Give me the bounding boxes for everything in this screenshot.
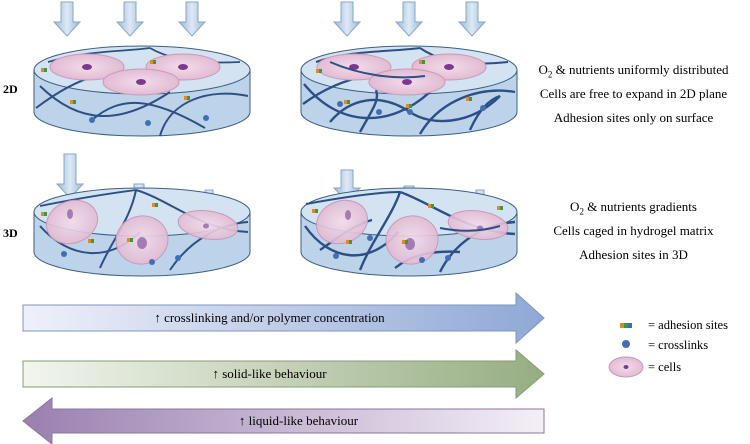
- legend-cell-icon: [608, 356, 644, 378]
- crosslinking-arrow: [22, 291, 545, 345]
- cell-nucleus: [345, 210, 351, 220]
- adhesion-site: [497, 206, 503, 210]
- hydrogel-disc-3d-sparse: [33, 187, 251, 277]
- adhesion-site: [150, 60, 156, 64]
- description-3d: O2 & nutrients gradients Cells caged in …: [516, 195, 750, 267]
- description-2d-line3: Adhesion sites only on surface: [553, 110, 714, 125]
- description-3d-line1: O2 & nutrients gradients: [570, 199, 697, 217]
- hydrogel-disc-2d-dense: [300, 45, 518, 137]
- crosslink: [145, 120, 151, 126]
- legend-crosslink-icon: [622, 340, 630, 348]
- crosslink: [367, 235, 373, 241]
- down-arrow: [52, 1, 82, 37]
- adhesion-site: [406, 104, 412, 108]
- row-label-3d: 3D: [3, 226, 18, 240]
- cell-nucleus: [349, 64, 359, 70]
- adhesion-site: [127, 238, 133, 242]
- adhesion-site: [152, 203, 158, 207]
- down-arrow: [115, 1, 145, 37]
- adhesion-site: [41, 212, 47, 216]
- crosslink: [376, 109, 382, 115]
- adhesion-site: [41, 68, 47, 72]
- adhesion-site: [346, 240, 352, 244]
- adhesion-site: [184, 96, 190, 100]
- adhesion-site: [466, 97, 472, 101]
- cell-nucleus: [82, 64, 92, 70]
- cell-nucleus: [203, 223, 209, 229]
- solid-like-arrow: [22, 348, 545, 400]
- description-2d-line1: O2 & nutrients uniformly distributed: [538, 62, 729, 80]
- cell-nucleus: [137, 237, 147, 249]
- adhesion-site: [428, 204, 434, 208]
- legend-adhesion-label: = adhesion sites: [648, 318, 728, 332]
- crosslink: [480, 105, 486, 111]
- cell: [46, 199, 98, 245]
- adhesion-site: [419, 60, 425, 64]
- nutrient-arrows-top-left: [52, 1, 207, 37]
- legend-crosslinks-label: = crosslinks: [648, 338, 709, 352]
- crosslink: [61, 251, 67, 257]
- crosslink: [407, 109, 413, 115]
- hydrogel-disc-2d-sparse: [33, 45, 251, 137]
- adhesion-site: [312, 209, 318, 213]
- cell-nucleus: [402, 79, 412, 85]
- crosslink: [419, 257, 425, 263]
- adhesion-site: [316, 69, 322, 73]
- row-label-2d: 2D: [3, 82, 18, 96]
- crosslink: [203, 115, 209, 121]
- cell-nucleus: [444, 64, 454, 70]
- description-2d-line2: Cells are free to expand in 2D plane: [539, 86, 728, 101]
- nutrient-arrows-top-right: [332, 1, 487, 37]
- cell-nucleus: [178, 64, 188, 70]
- adhesion-site: [402, 240, 408, 244]
- down-arrow: [55, 153, 85, 199]
- down-arrow: [177, 1, 207, 37]
- crosslink: [445, 255, 451, 261]
- cell-nucleus: [136, 79, 146, 85]
- crosslink: [337, 101, 343, 107]
- crosslink: [89, 117, 95, 123]
- down-arrow: [457, 1, 487, 37]
- solid-like-arrow-label: ↑ solid-like behaviour: [212, 366, 327, 381]
- hydrogel-disc-3d-dense: [300, 187, 518, 277]
- cell: [447, 210, 509, 240]
- crosslink: [175, 255, 181, 261]
- cell-nucleus: [67, 209, 73, 219]
- liquid-like-arrow-label: ↑ liquid-like behaviour: [238, 413, 359, 428]
- legend-adhesion-icon: [620, 323, 632, 328]
- adhesion-site: [344, 100, 350, 104]
- legend-cells-label: = cells: [648, 360, 682, 374]
- liquid-like-arrow: [22, 396, 545, 444]
- adhesion-site: [88, 239, 94, 243]
- adhesion-site: [70, 100, 76, 104]
- crosslink: [333, 253, 339, 259]
- crosslink: [149, 259, 155, 265]
- crosslinking-arrow-label: ↑ crosslinking and/or polymer concentrat…: [154, 310, 385, 325]
- description-2d: O2 & nutrients uniformly distributed Cel…: [516, 58, 750, 130]
- description-3d-line3: Adhesion sites in 3D: [579, 247, 688, 262]
- down-arrow: [394, 1, 424, 37]
- down-arrow: [332, 1, 362, 37]
- description-3d-line2: Cells caged in hydrogel matrix: [553, 223, 714, 238]
